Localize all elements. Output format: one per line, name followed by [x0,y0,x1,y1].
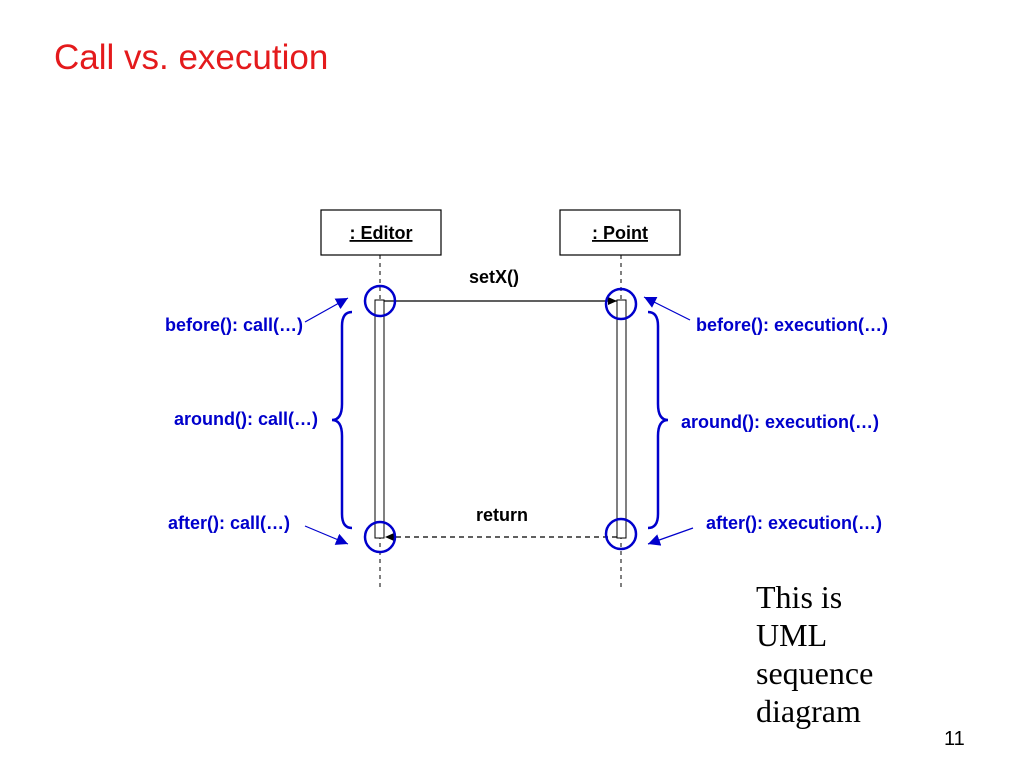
left-after-pointer-arrow [304,525,349,545]
point-object-label: : Point [592,223,648,243]
right-before-annotation: before(): execution(…) [696,315,888,335]
uml-note-line-2: UML [756,617,828,653]
point-execution-end-circle [604,517,638,551]
editor-object-label: : Editor [350,223,413,243]
slide-title: Call vs. execution [54,38,329,77]
uml-note-line-1: This is [756,579,843,615]
right-around-annotation: around(): execution(…) [681,412,879,432]
uml-note-line-4: diagram [756,693,861,729]
setx-message-label: setX() [469,267,519,287]
right-after-annotation: after(): execution(…) [706,513,882,533]
left-around-brace [331,310,353,530]
right-before-pointer-arrow [643,296,691,321]
left-after-annotation: after(): call(…) [168,513,290,533]
left-before-pointer-arrow [304,297,349,323]
uml-note: This is UML sequence diagram [756,578,916,730]
right-around-brace [647,310,669,530]
page-number: 11 [944,728,965,750]
uml-note-line-3: sequence [756,655,874,691]
editor-call-start-circle [363,284,397,318]
right-after-pointer-arrow [647,527,694,546]
editor-call-end-circle [363,520,397,554]
editor-activation-bar [374,299,385,539]
return-message-label: return [476,505,528,525]
left-around-annotation: around(): call(…) [174,409,318,429]
point-object: : Point [559,209,681,256]
left-before-annotation: before(): call(…) [165,315,303,335]
point-execution-start-circle [604,287,638,321]
editor-object: : Editor [320,209,442,256]
point-activation-bar [616,299,627,539]
